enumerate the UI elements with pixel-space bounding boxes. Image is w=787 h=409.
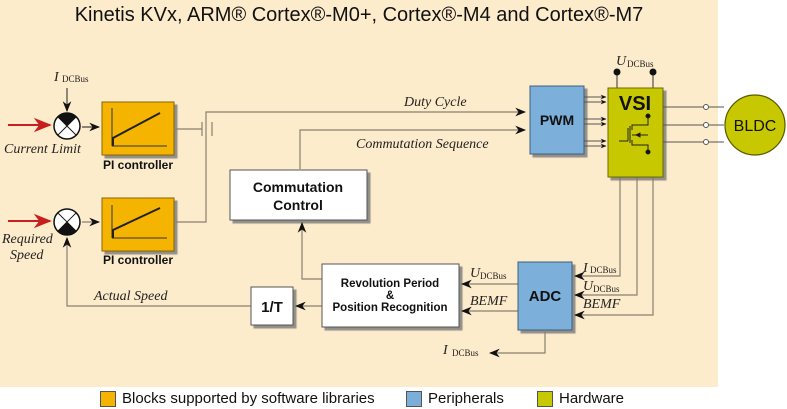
udc-bus-main-label: U: [616, 54, 627, 69]
revolution-period-label-3: Position Recognition: [333, 302, 448, 314]
idc-bus-top-sub: DCBus: [62, 74, 89, 84]
bemf-to-rev-label: BEMF: [470, 294, 508, 309]
adc-block: [517, 261, 573, 331]
udc-to-adc-label: U: [583, 279, 594, 294]
commutation-sequence-label: Commutation Sequence: [356, 137, 489, 152]
duty-cycle-label: Duty Cycle: [403, 95, 467, 110]
supply-terminals: [613, 68, 657, 88]
pi-step-icon: [111, 205, 167, 239]
legend-label-peripherals: Peripherals: [428, 390, 504, 407]
required-speed-label-2: Speed: [10, 248, 44, 263]
bldc-label: BLDC: [734, 118, 777, 135]
idc-bus-top-label: I: [53, 70, 60, 85]
diagram-title: Kinetis KVx, ARM® Cortex®-M0+, Cortex®-M…: [74, 4, 644, 26]
actual-speed-line: [62, 236, 251, 307]
udc-to-rev-label: U: [470, 266, 481, 281]
idc-to-adc-label: I: [582, 261, 589, 276]
commutation-control-label-2: Control: [273, 197, 323, 213]
commutation-control-block: [229, 169, 368, 221]
mosfet-icon: [619, 113, 651, 155]
idc-out-label: I: [442, 343, 449, 358]
bldc-motor: [724, 94, 786, 156]
summing-junction-speed: [53, 208, 81, 236]
inverse-t-label: 1/T: [261, 299, 283, 316]
legend-swatch-software: [100, 390, 116, 407]
idc-to-adc-sub: DCBus: [590, 265, 617, 275]
legend-label-software: Blocks supported by software libraries: [122, 390, 375, 407]
udc-to-rev-sub: DCBus: [480, 271, 507, 281]
vsi-udc-feedback-line: [573, 177, 638, 300]
vsi-bemf-feedback-line: [573, 177, 654, 320]
adc-idc-output-line: [488, 330, 546, 358]
pwm-to-vsi-lines: [584, 94, 607, 149]
required-speed-label-1: Required: [1, 232, 54, 247]
inverse-t-block: [250, 286, 294, 326]
pi-step-icon: [111, 108, 167, 147]
legend-item-software: Blocks supported by software libraries: [100, 390, 375, 407]
current-limit-label: Current Limit: [4, 142, 82, 157]
legend-label-hardware: Hardware: [559, 390, 625, 407]
pi-controller-2-label: PI controller: [103, 253, 173, 267]
vsi-label: VSI: [619, 93, 651, 115]
duty-cycle-line: [174, 107, 527, 223]
legend-swatch-peripherals: [406, 390, 422, 407]
pi-controller-1-label: PI controller: [103, 158, 173, 172]
vsi-idc-feedback-line: [573, 177, 621, 281]
legend-item-hardware: Hardware: [537, 390, 624, 407]
adc-label: ADC: [529, 288, 562, 305]
summing-junction-current: [53, 112, 81, 140]
actual-speed-label: Actual Speed: [93, 289, 168, 304]
legend-item-peripherals: Peripherals: [406, 390, 504, 407]
bemf-to-adc-label: BEMF: [583, 297, 621, 312]
revolution-period-block: [321, 263, 460, 328]
legend-swatch-hardware: [537, 390, 553, 407]
commutation-sequence-line: [299, 125, 527, 169]
pwm-block: [529, 85, 585, 155]
udc-to-adc-sub: DCBus: [593, 284, 620, 294]
idc-out-sub: DCBus: [452, 348, 479, 358]
legend: Blocks supported by software libraries P…: [0, 390, 787, 409]
revolution-period-label-1: Revolution Period: [341, 278, 439, 290]
pi-controller-2: [101, 197, 175, 252]
pwm-label: PWM: [540, 112, 574, 128]
pi-controller-1: [101, 101, 175, 156]
rev-to-commutation-line: [297, 221, 322, 280]
phase-lines: [663, 104, 724, 145]
revolution-period-label-2: &: [386, 290, 394, 302]
commutation-control-label-1: Commutation: [253, 179, 343, 195]
vsi-block: [607, 87, 664, 178]
udc-bus-main-sub: DCBus: [627, 59, 654, 69]
